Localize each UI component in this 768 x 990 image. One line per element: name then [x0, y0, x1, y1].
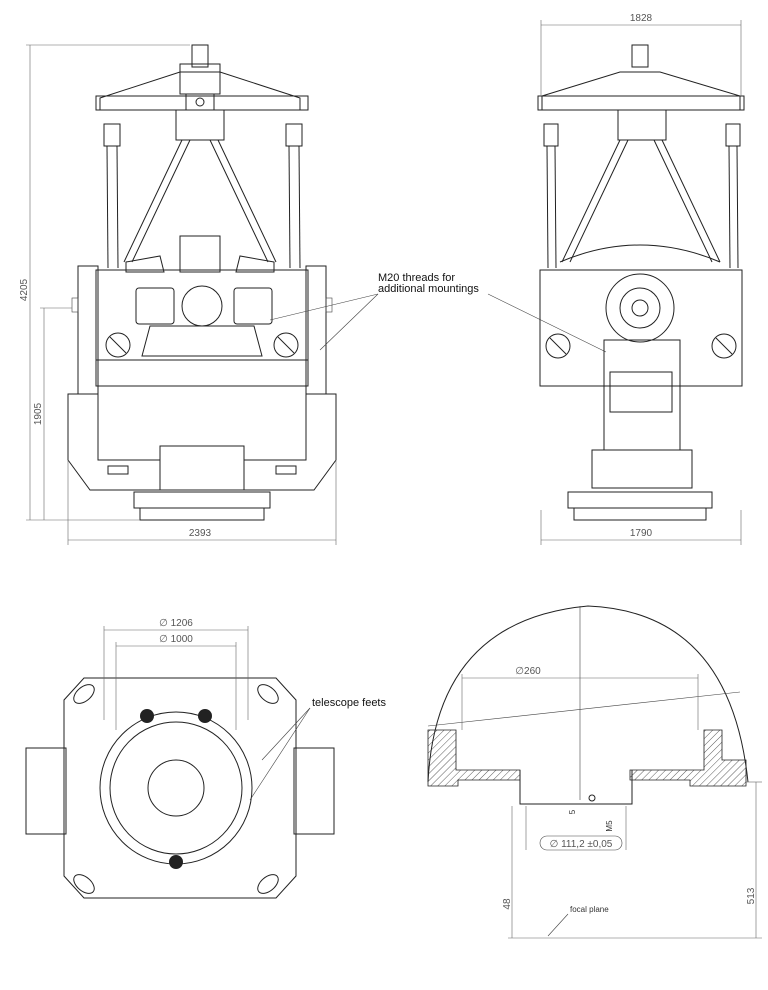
section-bore-label: ∅ 111,2 ±0,05	[550, 839, 613, 850]
section-dimensions: ∅260 ∅ 111,2 ±0,05 M5 5 48 513 focal pla…	[461, 666, 762, 939]
m20-callout: M20 threads for additional mountings	[269, 272, 607, 353]
top-dimensions: ∅ 1206 ∅ 1000	[103, 618, 249, 730]
side-view: 1828 1790	[537, 13, 745, 545]
front-fork	[67, 265, 337, 521]
front-dimensions: 4205 1905 2393	[19, 44, 337, 545]
top-dia-outer-label: ∅ 1206	[159, 618, 193, 629]
section-small-dim-label: 5	[568, 809, 577, 814]
focal-plane-label: focal plane	[570, 905, 609, 914]
section-dim-513-label: 513	[746, 887, 757, 904]
m20-note-line1: M20 threads for	[378, 272, 455, 284]
front-view: 4205 1905 2393 M20 threads for additiona…	[19, 44, 607, 545]
front-width-label: 2393	[189, 528, 212, 539]
side-bottom-width-label: 1790	[630, 528, 653, 539]
front-height-total-label: 4205	[19, 278, 30, 301]
section-thread-label: M5	[605, 820, 614, 832]
section-dia-260-label: ∅260	[515, 666, 541, 677]
section-view: ∅260 ∅ 111,2 ±0,05 M5 5 48 513 focal pla…	[427, 605, 762, 939]
m20-note-line2: additional mountings	[378, 283, 479, 295]
side-top-width-label: 1828	[630, 13, 653, 24]
side-fork	[539, 269, 743, 521]
top-view: ∅ 1206 ∅ 1000 telescope feets	[25, 618, 386, 899]
front-spider	[95, 44, 309, 141]
section-dim-48-label: 48	[502, 898, 513, 910]
front-truss	[103, 123, 303, 273]
telescope-feets-note: telescope feets	[312, 697, 386, 709]
feet-callout: telescope feets	[249, 697, 386, 801]
side-dimensions: 1828 1790	[540, 13, 742, 545]
front-height-mid-label: 1905	[33, 402, 44, 425]
side-spider	[537, 44, 745, 269]
top-dia-inner-label: ∅ 1000	[159, 634, 193, 645]
